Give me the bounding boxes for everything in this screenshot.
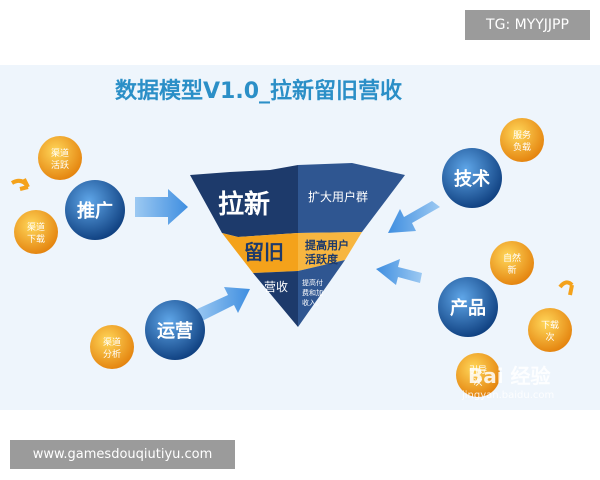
svg-text:渠道: 渠道 — [51, 147, 69, 159]
svg-text:引导: 引导 — [469, 365, 487, 376]
svg-text:下载: 下载 — [541, 319, 559, 331]
funnel-level1-front — [190, 165, 298, 237]
svg-text:自然: 自然 — [503, 252, 521, 264]
arrow-jishu — [388, 201, 440, 233]
circle-jishu: 技术 — [442, 148, 502, 208]
circle-tuiguang-label: 推广 — [77, 200, 113, 222]
arrow-yunying — [195, 287, 250, 321]
svg-text:服务: 服务 — [513, 129, 531, 141]
svg-text:渠道: 渠道 — [103, 336, 121, 348]
small-circle-d: 服务 负载 — [500, 118, 544, 162]
funnel-level3-desc2: 费和加 — [302, 288, 323, 297]
circle-jishu-label: 技术 — [454, 168, 490, 190]
funnel-level2-desc1: 提高用户 — [305, 238, 349, 252]
small-circle-g: 引导 次 — [456, 353, 500, 397]
baidu-watermark: Bai 经验 — [468, 364, 551, 388]
circle-chanpin: 产品 — [438, 277, 498, 337]
small-circle-a: 渠道 活跃 — [38, 136, 82, 180]
circle-chanpin-label: 产品 — [450, 297, 486, 319]
funnel-level2-front — [222, 233, 298, 273]
funnel-level3-desc3: 收入。 — [302, 298, 323, 307]
watermark-tag-bottom: www.gamesdouqiutiyu.com — [10, 440, 235, 469]
svg-text:分析: 分析 — [103, 348, 121, 360]
small-circle-b: 渠道 下载 — [14, 210, 58, 254]
small-circle-f: 下载 次 — [528, 308, 572, 352]
data-model-diagram: 数据模型V1.0_拉新留旧营收 拉新 扩大用户群 留旧 提高用户 活跃度 营收 … — [0, 65, 600, 410]
circle-yunying: 运营 — [145, 300, 205, 360]
svg-text:次: 次 — [545, 331, 554, 343]
svg-text:活跃: 活跃 — [51, 159, 69, 171]
funnel-level3-label: 营收 — [264, 280, 288, 294]
small-arrow-left — [10, 178, 30, 191]
small-circle-c: 渠道 分析 — [90, 325, 134, 369]
circle-tuiguang: 推广 — [65, 180, 125, 240]
funnel-level3-desc1: 提高付 — [302, 278, 323, 287]
svg-text:新: 新 — [507, 264, 516, 276]
svg-text:下载: 下载 — [27, 233, 45, 245]
funnel-level1-side — [298, 163, 405, 233]
small-circle-e: 自然 新 — [490, 241, 534, 285]
arrow-chanpin — [376, 259, 422, 285]
funnel-level2-side — [298, 232, 362, 271]
funnel-level3-front — [253, 271, 298, 327]
svg-text:次: 次 — [473, 376, 482, 388]
svg-text:渠道: 渠道 — [27, 221, 45, 233]
diagram-title: 数据模型V1.0_拉新留旧营收 — [115, 78, 402, 104]
arrow-tuiguang — [135, 189, 188, 225]
small-arrow-right — [558, 280, 574, 296]
funnel-level1-label: 拉新 — [218, 189, 270, 220]
funnel-level1-desc: 扩大用户群 — [308, 189, 368, 204]
svg-text:负载: 负载 — [513, 141, 531, 153]
watermark-tag-top: TG: MYYJJPP — [465, 10, 590, 40]
funnel-level2-label: 留旧 — [244, 240, 284, 264]
funnel-level2-desc2: 活跃度 — [305, 252, 339, 266]
funnel-level3-side — [298, 260, 345, 327]
baidu-watermark-url: jingyan.baidu.com — [461, 390, 554, 401]
circle-yunying-label: 运营 — [157, 320, 193, 342]
